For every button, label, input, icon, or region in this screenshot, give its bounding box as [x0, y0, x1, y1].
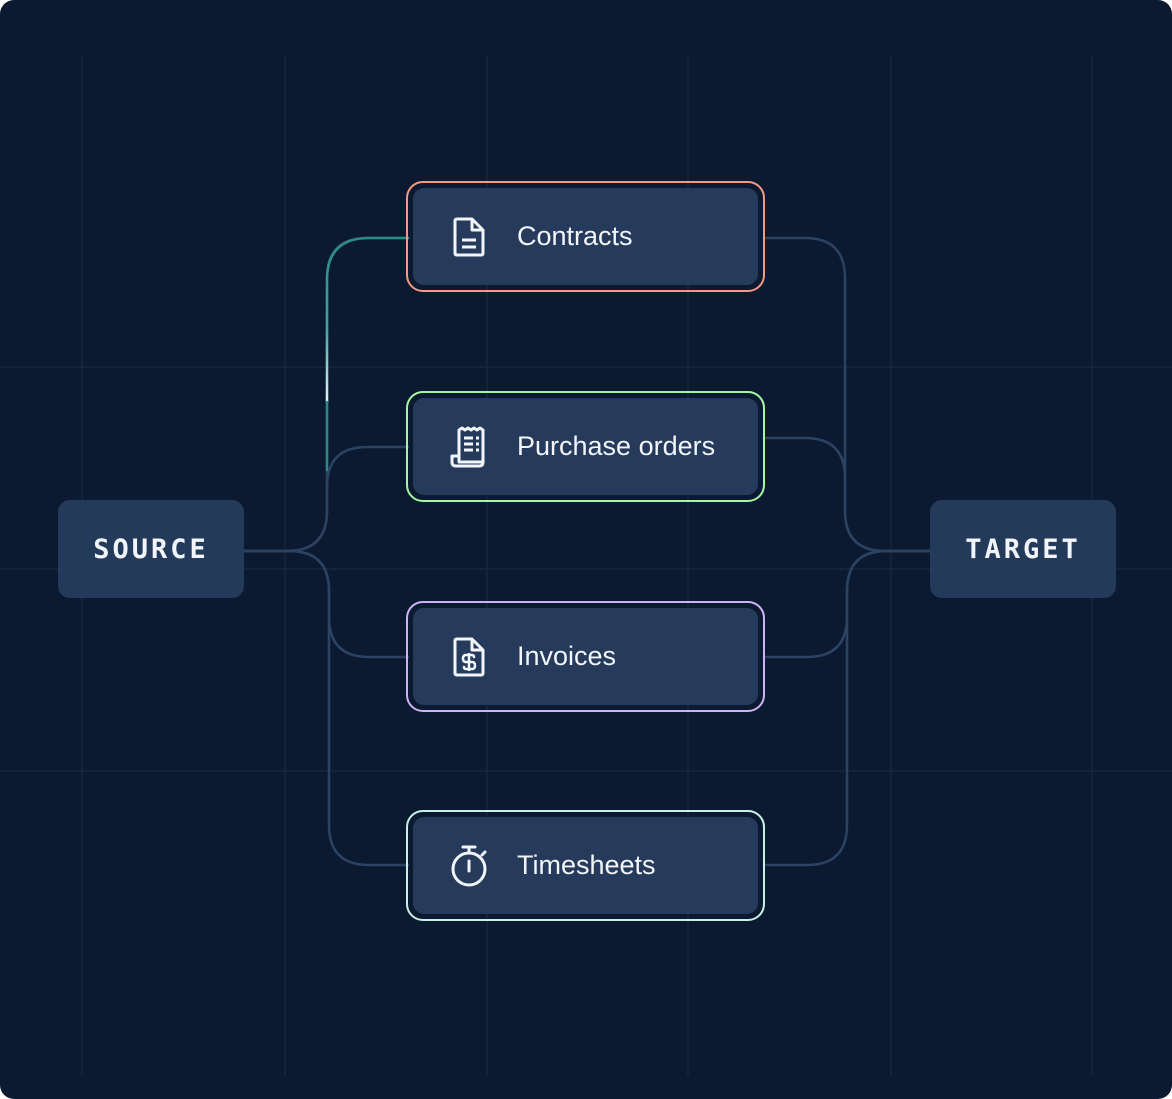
- connector-purchase-orders-target: [762, 436, 932, 553]
- connector-contracts-target: [762, 236, 932, 553]
- node-timesheets[interactable]: Timesheets: [406, 810, 765, 921]
- source-box[interactable]: SOURCE: [58, 500, 244, 598]
- connector-source-timesheets: [242, 549, 410, 867]
- receipt-icon: [449, 426, 489, 467]
- connector-source-purchase-orders: [242, 445, 410, 553]
- node-invoices[interactable]: Invoices: [406, 601, 765, 712]
- source-label: SOURCE: [93, 533, 209, 565]
- node-label: Purchase orders: [517, 431, 716, 461]
- node-contracts[interactable]: Contracts: [406, 181, 765, 292]
- invoice-dollar-icon: [449, 637, 489, 677]
- node-label: Invoices: [517, 641, 617, 671]
- node-label: Timesheets: [517, 850, 656, 880]
- target-box[interactable]: TARGET: [930, 500, 1116, 598]
- document-icon: [449, 217, 489, 257]
- node-label: Contracts: [517, 221, 633, 251]
- connector-timesheets-target: [762, 549, 932, 867]
- target-label: TARGET: [965, 533, 1081, 565]
- stopwatch-icon: [449, 845, 489, 886]
- node-purchase-orders[interactable]: Purchase orders: [406, 391, 765, 502]
- connector-highlight: [325, 236, 410, 404]
- connector-source-invoices: [242, 549, 410, 659]
